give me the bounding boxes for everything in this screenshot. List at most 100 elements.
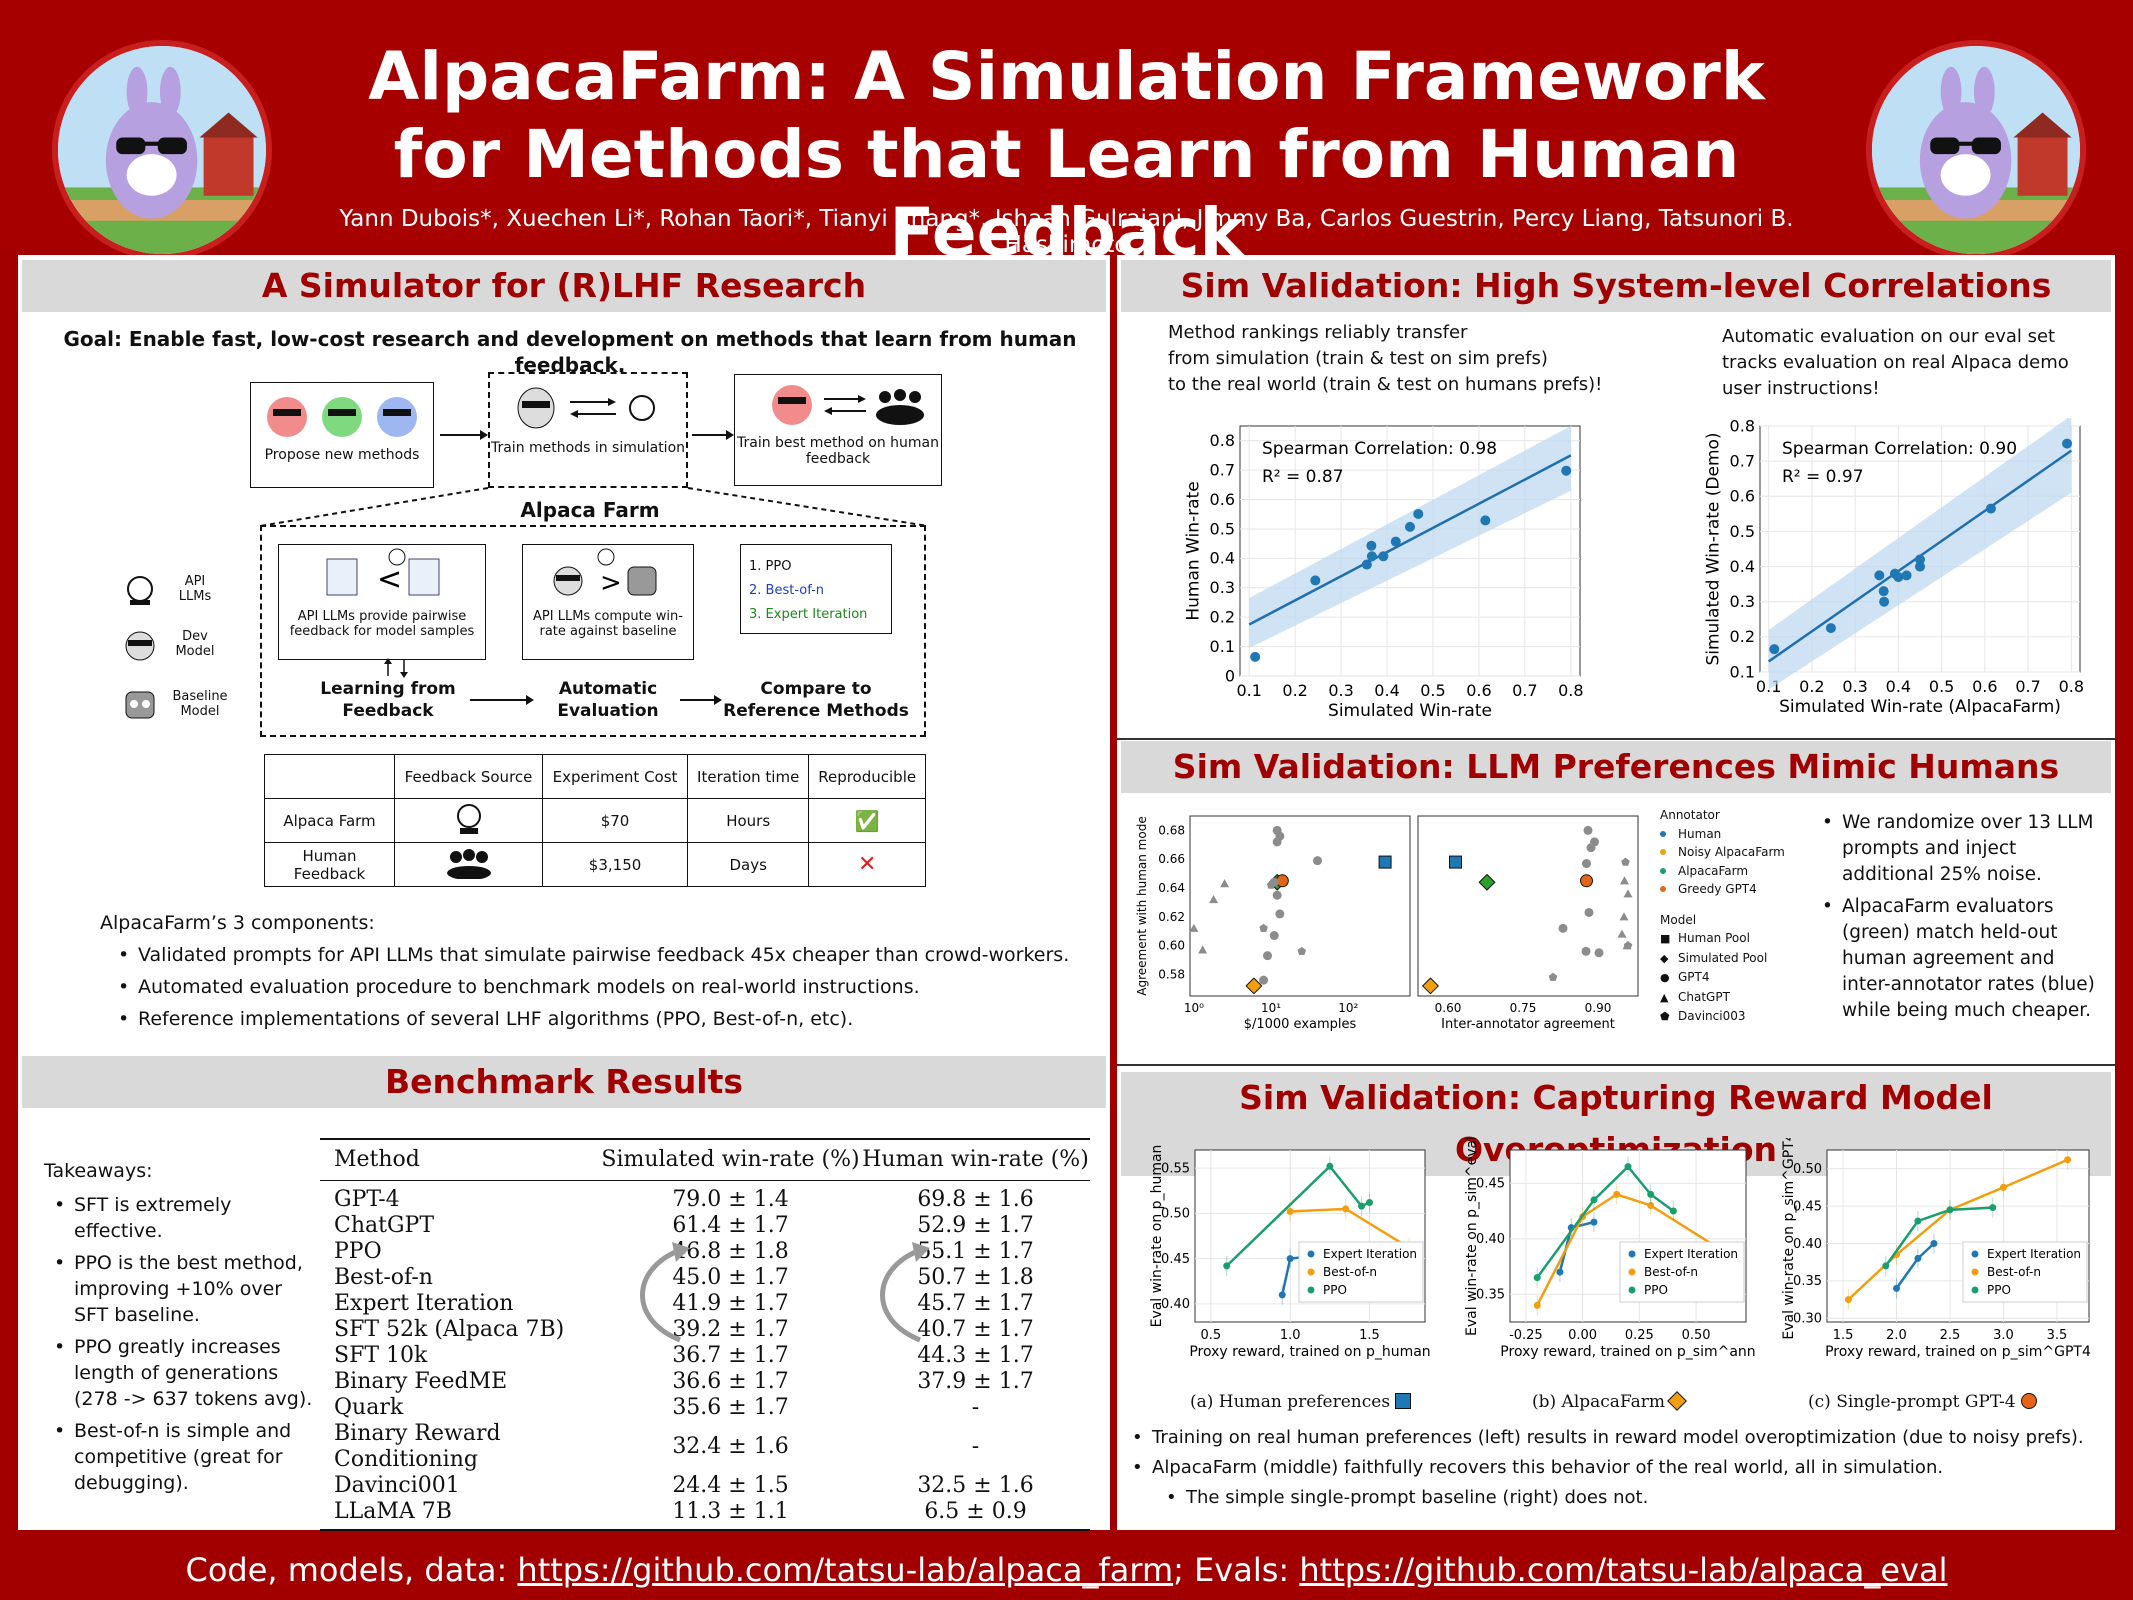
series-line: [1225, 1164, 1371, 1267]
list-item: Automated evaluation procedure to benchm…: [116, 974, 1090, 1000]
data-point: [1297, 946, 1307, 956]
y-tick-label: 0.45: [1161, 1252, 1190, 1267]
data-point: [1561, 465, 1572, 476]
column-header: Method: [334, 1146, 420, 1172]
column-header: Simulated win-rate (%): [601, 1146, 860, 1172]
legend-label: Best-of-n: [1323, 1265, 1377, 1279]
cell-sim: 79.0 ± 1.4: [672, 1186, 789, 1212]
x-tick-label: 0.1: [1236, 681, 1261, 700]
text-line: user instructions!: [1722, 378, 1880, 399]
x-tick-label: 0.7: [2015, 677, 2040, 696]
legend-marker: [1307, 1286, 1315, 1294]
list-item: AlpacaFarm evaluators (green) match held…: [1820, 894, 2105, 1024]
series-line: [1884, 1206, 1993, 1267]
data-point: [1594, 948, 1604, 958]
circle-marker-icon: [2020, 1393, 2037, 1409]
evals-link[interactable]: https://github.com/tatsu-lab/alpaca_eval: [1299, 1551, 1948, 1589]
footer-middle: ; Evals:: [1173, 1551, 1300, 1589]
section-heading-mimic: Sim Validation: LLM Preferences Mimic Hu…: [1121, 741, 2111, 793]
y-tick-label: 0.8: [1730, 418, 1755, 435]
cell-method: Quark: [334, 1394, 404, 1420]
svg-text:<: <: [377, 562, 402, 597]
y-tick-label: 0.2: [1730, 627, 1755, 646]
legend-dot-icon: [1660, 867, 1666, 874]
footer-prefix: Code, models, data:: [185, 1551, 518, 1589]
data-point: [1621, 857, 1630, 866]
cell-sim: 46.8 ± 1.8: [672, 1238, 789, 1264]
cell-sim: 24.4 ± 1.5: [672, 1472, 789, 1498]
data-point: [1878, 586, 1889, 597]
data-point: [1930, 1239, 1938, 1247]
pairwise-feedback-box: < API LLMs provide pairwise feedback for…: [278, 544, 486, 660]
r-squared-annotation: R² = 0.87: [1262, 467, 1344, 487]
legend-marker-icon: ■: [1660, 932, 1671, 945]
train-in-simulation-label: Train methods in simulation: [490, 440, 686, 456]
data-point: [1619, 912, 1629, 921]
x-tick-label: 0.2: [1799, 677, 1824, 696]
alpaca-trio-icon: [267, 397, 417, 437]
list-item: AlpacaFarm (middle) faithfully recovers …: [1130, 1456, 2110, 1480]
x-tick-label: 1.0: [1280, 1328, 1301, 1343]
cell-method: Binary FeedME: [334, 1368, 508, 1394]
model-legend: ■Human Pool◆Simulated Pool●GPT4▲ChatGPT⬟…: [1660, 929, 1830, 1027]
list-item: Best-of-n is simple and competitive (gre…: [52, 1418, 314, 1496]
legend-entry: ▲ChatGPT: [1660, 988, 1830, 1008]
x-tick-label: 0.6: [1972, 677, 1997, 696]
data-point: [1223, 1262, 1231, 1270]
list-item: Validated prompts for API LLMs that simu…: [116, 942, 1090, 968]
takeaways-title: Takeaways:: [44, 1160, 153, 1182]
x-tick-label: 0.5: [1420, 681, 1445, 700]
alpaca-farm-title: Alpaca Farm: [510, 497, 670, 523]
code-link[interactable]: https://github.com/tatsu-lab/alpaca_farm: [517, 1551, 1174, 1589]
data-point: [1583, 825, 1593, 835]
y-tick-label: 0.1: [1730, 662, 1755, 681]
text-line: to the real world (train & test on human…: [1168, 374, 1603, 395]
pairwise-feedback-label: API LLMs provide pairwise feedback for m…: [289, 609, 475, 639]
cell-method: Davinci001: [334, 1472, 460, 1498]
data-point: [1266, 880, 1276, 889]
legend-label: PPO: [1323, 1283, 1347, 1297]
data-point: [1405, 521, 1415, 532]
x-tick-label: 0.7: [1512, 681, 1537, 700]
legend-entry: ⬟Davinci003: [1660, 1007, 1830, 1027]
data-point: [1259, 975, 1269, 985]
section-heading-simulator: A Simulator for (R)LHF Research: [22, 260, 1106, 312]
crystal-ball-icon: [127, 576, 153, 605]
data-point: [1275, 909, 1285, 919]
plot-frame: [1189, 815, 1411, 997]
x-tick-label: 0.2: [1282, 681, 1307, 700]
data-point: [1263, 951, 1273, 961]
data-point: [1581, 946, 1591, 956]
data-point: [1189, 923, 1199, 932]
cell-sim: 45.0 ± 1.7: [672, 1264, 789, 1290]
legend-label: Expert Iteration: [1644, 1247, 1738, 1261]
caption-text: (b) AlpacaFarm: [1532, 1392, 1665, 1412]
x-axis-label: Simulated Win-rate: [1328, 701, 1492, 721]
data-point: [1286, 1208, 1294, 1216]
legend-box: [1962, 1241, 2088, 1303]
cell-sim: 41.9 ± 1.7: [672, 1290, 789, 1316]
caption-gpt4: (c) Single-prompt GPT-4: [1808, 1392, 2037, 1412]
y-tick-label: 0.45: [1476, 1177, 1505, 1192]
x-tick-label: 3.5: [2047, 1328, 2068, 1343]
legend-label: Expert Iteration: [1987, 1247, 2081, 1261]
correlation-annotation: Spearman Correlation: 0.98: [1262, 439, 1497, 459]
legend-marker: [1971, 1286, 1979, 1294]
data-point: [1617, 929, 1627, 938]
alpaca-logo-right: [1866, 40, 2086, 260]
row-time: Days: [687, 842, 810, 887]
cell-method: GPT-4: [334, 1186, 400, 1212]
data-point: [1533, 1274, 1541, 1282]
train-on-human-label: Train best method on human feedback: [736, 435, 939, 467]
cell-human: 37.9 ± 1.7: [917, 1368, 1034, 1394]
x-tick-label: 0.00: [1568, 1328, 1597, 1343]
legend-marker-icon: ▲: [1660, 990, 1669, 1004]
data-point: [1844, 1296, 1852, 1304]
overopt-bullets: Training on real human preferences (left…: [1130, 1426, 2110, 1516]
cell-sim: 36.6 ± 1.7: [672, 1368, 789, 1394]
